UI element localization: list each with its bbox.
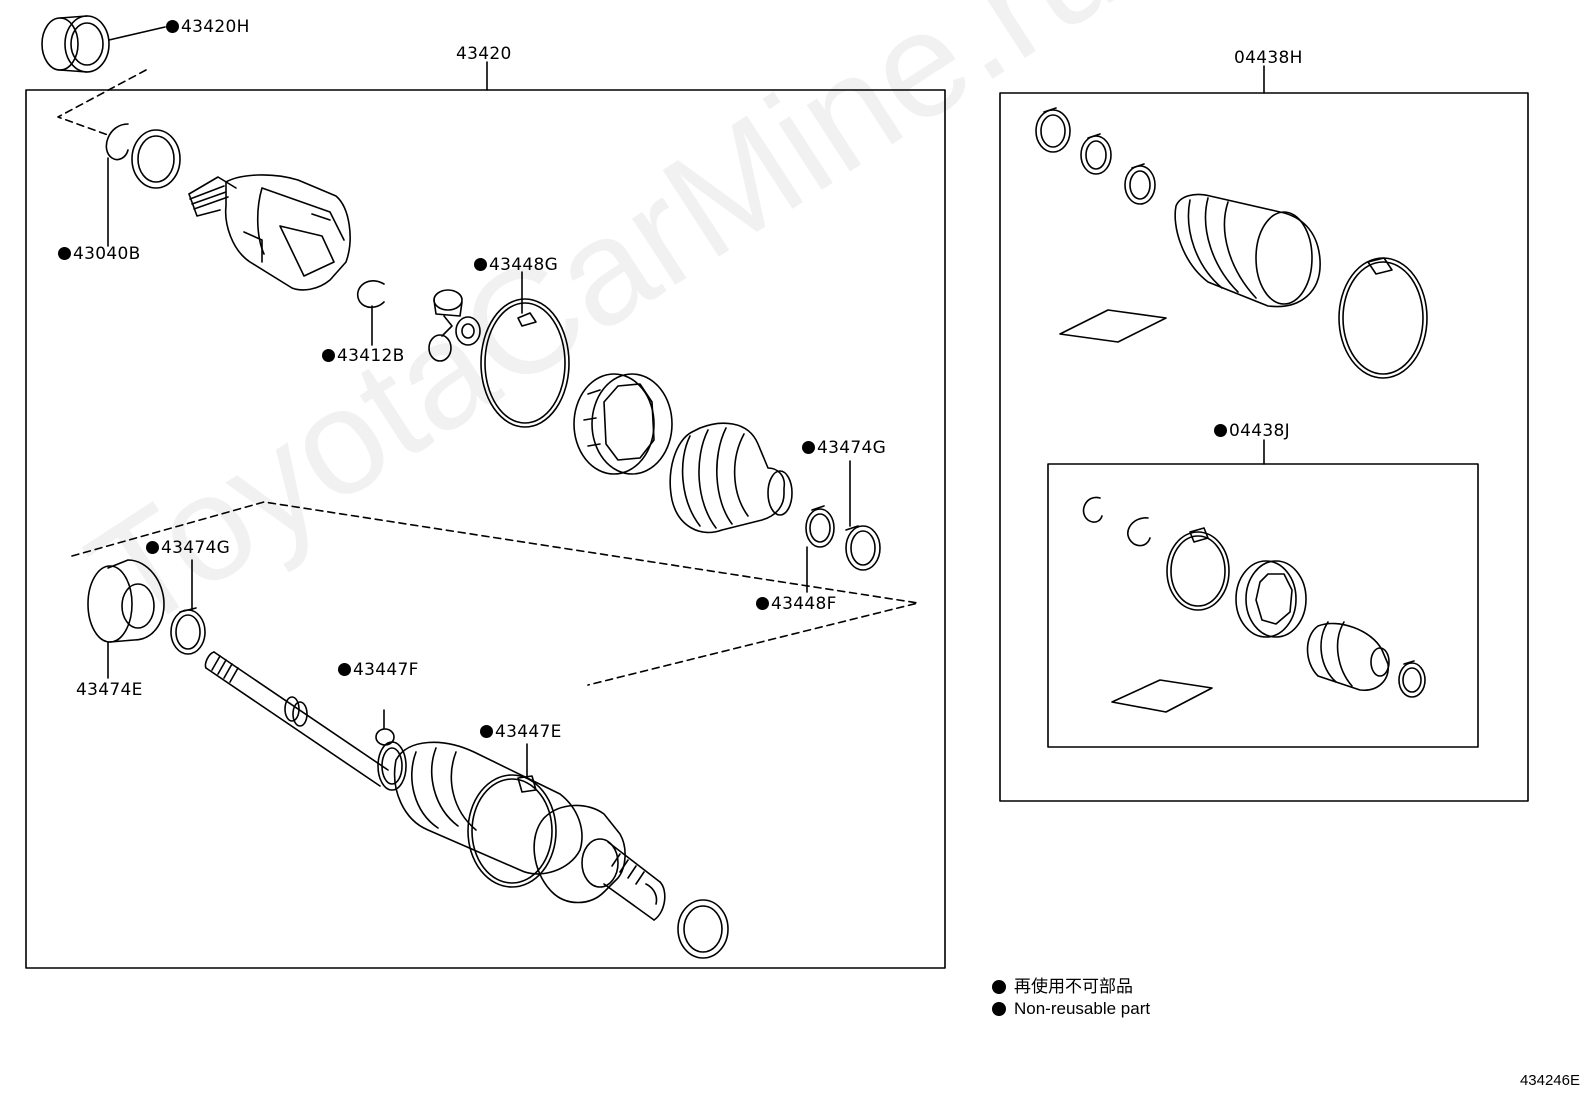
frame-43420 (25, 89, 946, 969)
kit-04438H (1035, 107, 1428, 379)
label-43474G-left-text: 43474G (161, 538, 231, 558)
label-43420: 43420 (456, 44, 512, 64)
frame-04438J (1047, 463, 1479, 748)
non-reusable-dot-icon (802, 441, 815, 454)
label-43040B: 43040B (58, 244, 141, 264)
part-boot-adapter (573, 373, 673, 475)
label-43474G-left: 43474G (146, 538, 230, 558)
part-43420H (41, 15, 166, 73)
non-reusable-dot-icon (1214, 424, 1227, 437)
label-43474E: 43474E (76, 680, 143, 700)
label-43447E: 43447E (480, 722, 562, 742)
dashed-link-top (57, 69, 147, 136)
label-43474G-top: 43474G (802, 438, 886, 458)
part-43447E-band (467, 743, 557, 888)
kit-04438J (1082, 496, 1426, 713)
label-04438H: 04438H (1234, 48, 1303, 68)
non-reusable-dot-icon (338, 663, 351, 676)
non-reusable-dot-icon (992, 1002, 1006, 1016)
label-43447E-text: 43447E (495, 722, 562, 742)
part-outboard-boot (393, 741, 583, 875)
part-43448G (480, 271, 570, 428)
non-reusable-dot-icon (166, 20, 179, 33)
non-reusable-dot-icon (992, 980, 1006, 994)
label-04438J: 04438J (1214, 421, 1290, 441)
non-reusable-dot-icon (146, 541, 159, 554)
label-43420H: 43420H (166, 17, 250, 37)
legend: 再使用不可部品 Non-reusable part (992, 976, 1150, 1020)
label-43412B-text: 43412B (337, 346, 405, 366)
label-43474G-top-text: 43474G (817, 438, 887, 458)
part-inboard-housing (188, 174, 351, 291)
part-43447F-band (377, 741, 407, 791)
part-outboard-seal (677, 899, 729, 959)
non-reusable-dot-icon (58, 247, 71, 260)
legend-english-text: Non-reusable part (1014, 999, 1151, 1018)
part-43448F (805, 505, 835, 593)
non-reusable-dot-icon (480, 725, 493, 738)
legend-japanese-text: 再使用不可部品 (1014, 977, 1133, 996)
part-drive-shaft (204, 651, 395, 787)
label-43447F-text: 43447F (353, 660, 419, 680)
part-43474E (87, 559, 165, 679)
label-43412B: 43412B (322, 346, 405, 366)
non-reusable-dot-icon (756, 597, 769, 610)
non-reusable-dot-icon (474, 258, 487, 271)
figure-code: 434246E (1519, 1072, 1580, 1089)
part-tripod (428, 289, 481, 362)
part-43040B (105, 123, 181, 247)
part-outboard-joint (533, 804, 666, 921)
non-reusable-dot-icon (322, 349, 335, 362)
legend-row-japanese: 再使用不可部品 (992, 976, 1150, 998)
label-43448G: 43448G (474, 255, 558, 275)
label-43448F: 43448F (756, 594, 837, 614)
part-43474G-top (845, 460, 881, 571)
dashed-shaft-region (71, 501, 919, 686)
part-43412B (357, 280, 385, 346)
part-43474G-left (170, 559, 206, 655)
label-43448F-text: 43448F (771, 594, 837, 614)
legend-row-english: Non-reusable part (992, 998, 1150, 1020)
label-43448G-text: 43448G (489, 255, 559, 275)
label-43420H-text: 43420H (181, 17, 250, 37)
part-inboard-boot (669, 422, 793, 534)
label-43040B-text: 43040B (73, 244, 141, 264)
label-04438J-text: 04438J (1229, 421, 1290, 441)
label-43447F: 43447F (338, 660, 419, 680)
